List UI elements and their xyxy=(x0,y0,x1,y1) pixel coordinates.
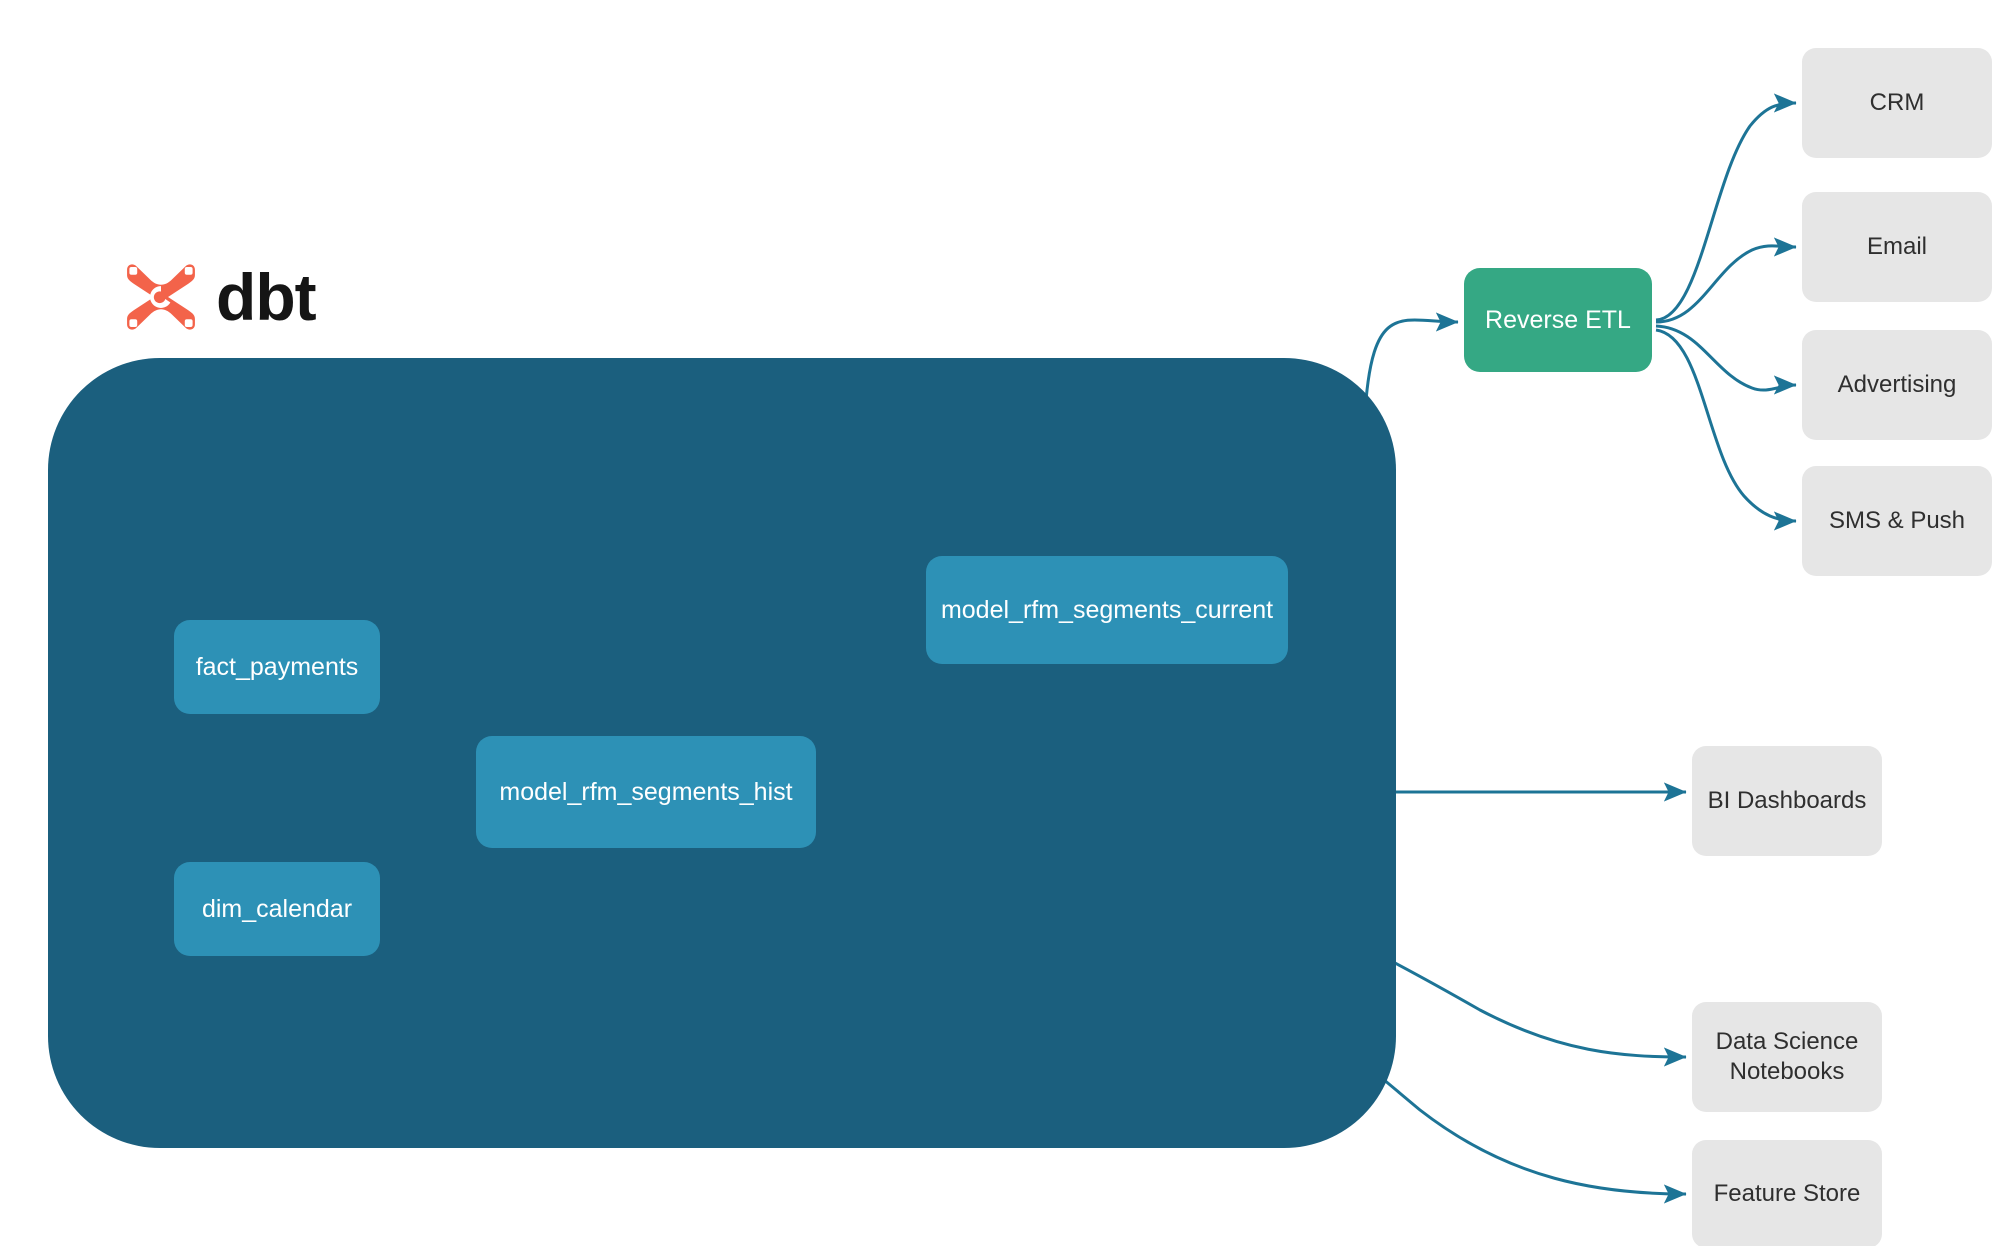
destination-label: Feature Store xyxy=(1713,1180,1861,1207)
destination-node-sms-push[interactable]: SMS & Push xyxy=(1802,466,1992,576)
model-node-label: dim_calendar xyxy=(201,894,353,923)
model-node-label: model_rfm_segments_current xyxy=(940,595,1274,624)
model-node-fact-payments[interactable]: fact_payments xyxy=(174,620,380,714)
destination-node-data-science-notebooks[interactable]: Data Science Notebooks xyxy=(1692,1002,1882,1112)
dbt-logo-icon xyxy=(127,264,195,330)
edge-reverse-etl-to-advertising xyxy=(1655,324,1797,395)
destination-label: Data Science Notebooks xyxy=(1716,1027,1859,1087)
destination-label: SMS & Push xyxy=(1828,507,1966,534)
destination-label: CRM xyxy=(1869,89,1925,116)
edge-reverse-etl-to-email xyxy=(1655,237,1797,324)
destination-label: BI Dashboards xyxy=(1707,787,1867,814)
model-node-rfm-segments-hist[interactable]: model_rfm_segments_hist xyxy=(476,736,816,848)
reverse-etl-label: Reverse ETL xyxy=(1485,305,1631,334)
model-node-rfm-segments-current[interactable]: model_rfm_segments_current xyxy=(926,556,1288,664)
destination-label-line2: Notebooks xyxy=(1729,1058,1845,1085)
destination-node-feature-store[interactable]: Feature Store xyxy=(1692,1140,1882,1246)
edge-reverse-etl-to-sms-push xyxy=(1655,328,1797,531)
model-node-label: fact_payments xyxy=(195,652,359,681)
dbt-brand-lockup: dbt xyxy=(122,258,317,336)
destination-node-crm[interactable]: CRM xyxy=(1802,48,1992,158)
destination-node-advertising[interactable]: Advertising xyxy=(1802,330,1992,440)
dbt-wordmark: dbt xyxy=(216,260,317,334)
reverse-etl-node[interactable]: Reverse ETL xyxy=(1464,268,1652,372)
destination-label: Email xyxy=(1866,233,1927,260)
destination-node-bi-dashboards[interactable]: BI Dashboards xyxy=(1692,746,1882,856)
destination-label: Advertising xyxy=(1837,371,1957,398)
edge-reverse-etl-to-crm xyxy=(1655,93,1797,322)
destination-label-line1: Data Science xyxy=(1715,1028,1859,1055)
model-node-dim-calendar[interactable]: dim_calendar xyxy=(174,862,380,956)
destination-node-email[interactable]: Email xyxy=(1802,192,1992,302)
model-node-label: model_rfm_segments_hist xyxy=(499,777,793,806)
